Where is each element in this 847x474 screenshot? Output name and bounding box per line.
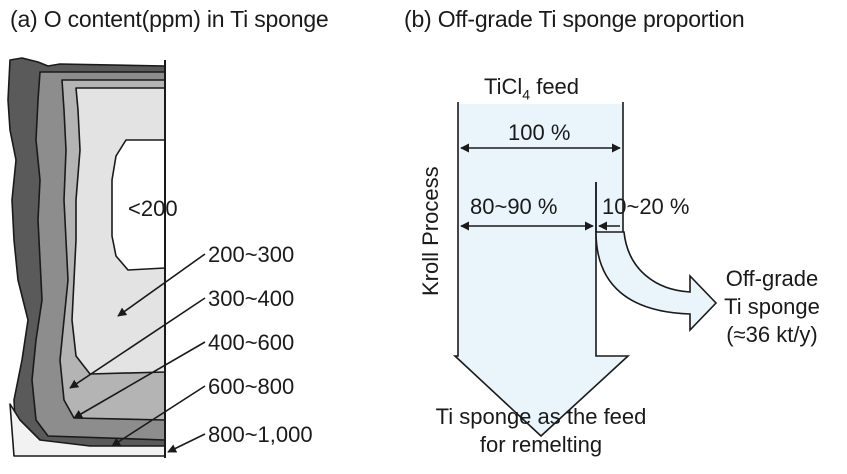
zone-800-1000 — [9, 403, 166, 457]
zone-label-300-400: 300~400 — [208, 286, 295, 311]
sponge-cross-section — [7, 57, 166, 458]
feed-label-sub: 4 — [522, 86, 531, 103]
feed-label-suffix: feed — [530, 74, 580, 99]
leader-200-300 — [117, 253, 206, 317]
zone-label-800-1000: 800~1,000 — [208, 422, 313, 447]
leader-800-1000 — [167, 433, 206, 453]
total-pct-label: 100 % — [508, 120, 571, 145]
offgrade-label-line3: (≈36 kt/y) — [726, 322, 818, 347]
zone-label-200-300: 200~300 — [208, 242, 295, 267]
main-pct-label: 80~90 % — [470, 194, 558, 219]
feed-label: TiCl4 feed — [484, 74, 580, 103]
kroll-flow — [452, 102, 718, 438]
offgrade-arrow — [595, 231, 718, 332]
zone-leaders — [69, 253, 206, 453]
zone-label-400-600: 400~600 — [208, 330, 295, 355]
product-label-line2: for remelting — [479, 432, 603, 457]
zone-label-600-800: 600~800 — [208, 374, 295, 399]
leader-400-600 — [73, 341, 206, 419]
off-pct-label: 10~20 % — [602, 194, 690, 219]
panel-a-title: (a) O content(ppm) in Ti sponge — [10, 6, 329, 32]
leader-300-400 — [69, 297, 206, 389]
offgrade-label-line2: Ti sponge — [724, 294, 820, 319]
dimension-lines — [460, 143, 621, 231]
zone-label-lt200: <200 — [128, 196, 178, 221]
product-label-line1: Ti sponge as the feed — [435, 404, 647, 429]
feed-label-prefix: TiCl — [484, 74, 523, 99]
main-flow-arrow — [455, 104, 628, 436]
offgrade-label-line1: Off-grade — [725, 266, 819, 291]
leader-600-800 — [111, 385, 206, 447]
panel-b-title: (b) Off-grade Ti sponge proportion — [404, 6, 745, 32]
process-label: Kroll Process — [418, 166, 443, 296]
